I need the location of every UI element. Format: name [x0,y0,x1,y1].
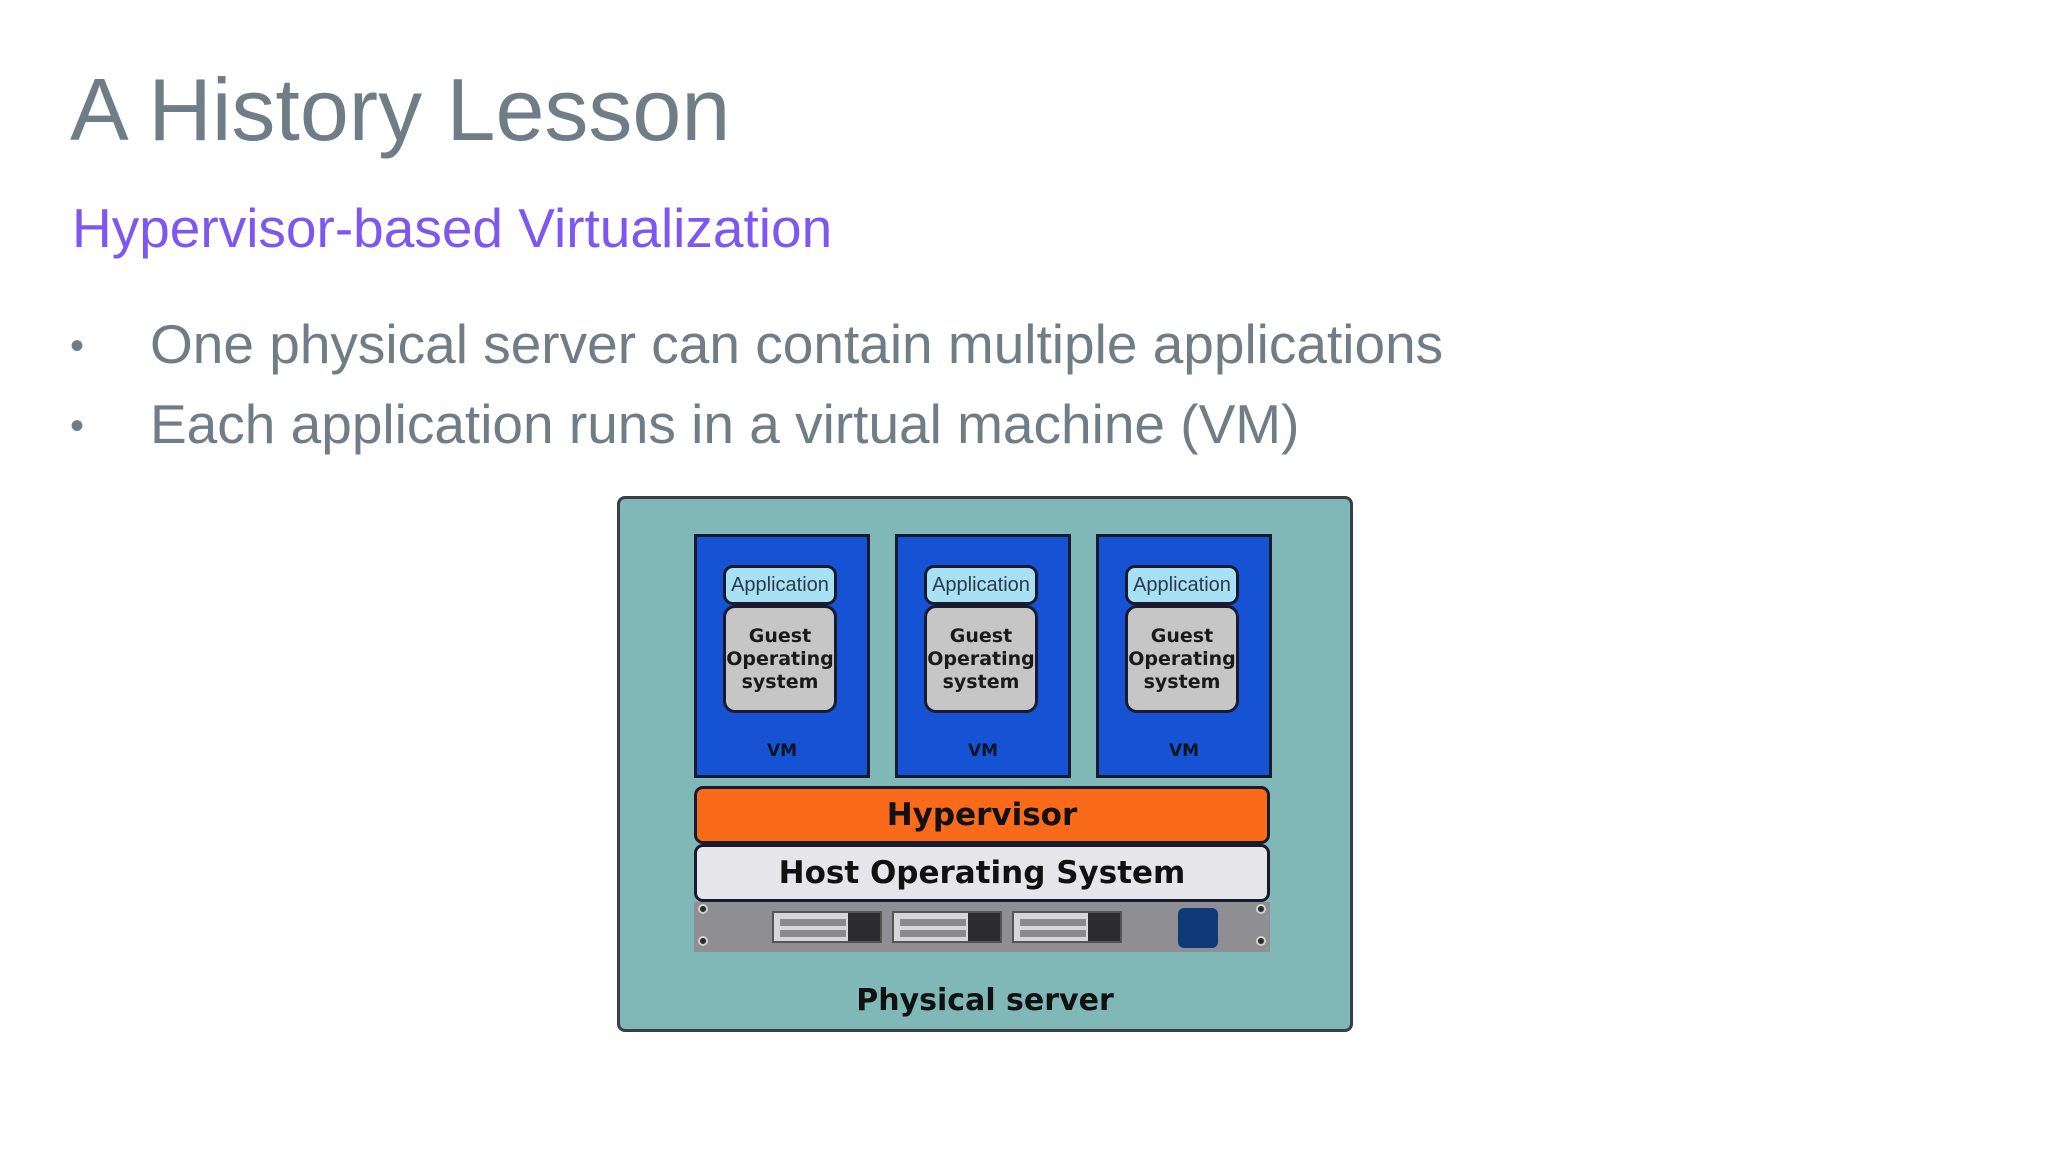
physical-server-label: Physical server [856,983,1114,1018]
drive-slot-line [780,919,846,926]
drive-slot-line [900,930,966,937]
drive-bay [772,911,882,943]
rack-screw [1256,936,1266,946]
application-box: Application [723,565,837,605]
vm-label: VM [766,741,798,761]
host-os-layer: Host Operating System [694,844,1270,902]
server-rack-graphic [694,902,1270,952]
bullet-text: One physical server can contain multiple… [150,313,1444,375]
bullet-text: Each application runs in a virtual machi… [150,393,1300,455]
bullet-item: • Each application runs in a virtual mac… [70,392,1443,472]
power-button-icon [1178,908,1218,948]
drive-handle [1088,913,1120,941]
drive-slot-line [1020,930,1086,937]
application-box: Application [1125,565,1239,605]
drive-handle [968,913,1000,941]
guest-os-box: Guest Operating system [924,605,1038,713]
bullet-marker: • [70,404,85,448]
hypervisor-layer: Hypervisor [694,786,1270,844]
rack-screw [698,936,708,946]
vm-box-2: Application Guest Operating system VM [895,534,1071,778]
vm-label: VM [1168,741,1200,761]
bullet-item: • One physical server can contain multip… [70,312,1443,392]
bullet-marker: • [70,324,85,368]
drive-bay [892,911,1002,943]
virtualization-diagram: Application Guest Operating system VM Ap… [617,496,1353,1032]
rack-screw [1256,904,1266,914]
drive-slot-line [900,919,966,926]
application-box: Application [924,565,1038,605]
rack-screw [698,904,708,914]
vm-box-3: Application Guest Operating system VM [1096,534,1272,778]
guest-os-box: Guest Operating system [1125,605,1239,713]
guest-os-box: Guest Operating system [723,605,837,713]
bullet-list: • One physical server can contain multip… [70,312,1443,472]
drive-bay [1012,911,1122,943]
drive-slot-line [780,930,846,937]
slide-title: A History Lesson [70,60,731,159]
vm-box-1: Application Guest Operating system VM [694,534,870,778]
slide-subtitle: Hypervisor-based Virtualization [72,197,833,259]
drive-handle [848,913,880,941]
drive-slot-line [1020,919,1086,926]
vm-label: VM [967,741,999,761]
